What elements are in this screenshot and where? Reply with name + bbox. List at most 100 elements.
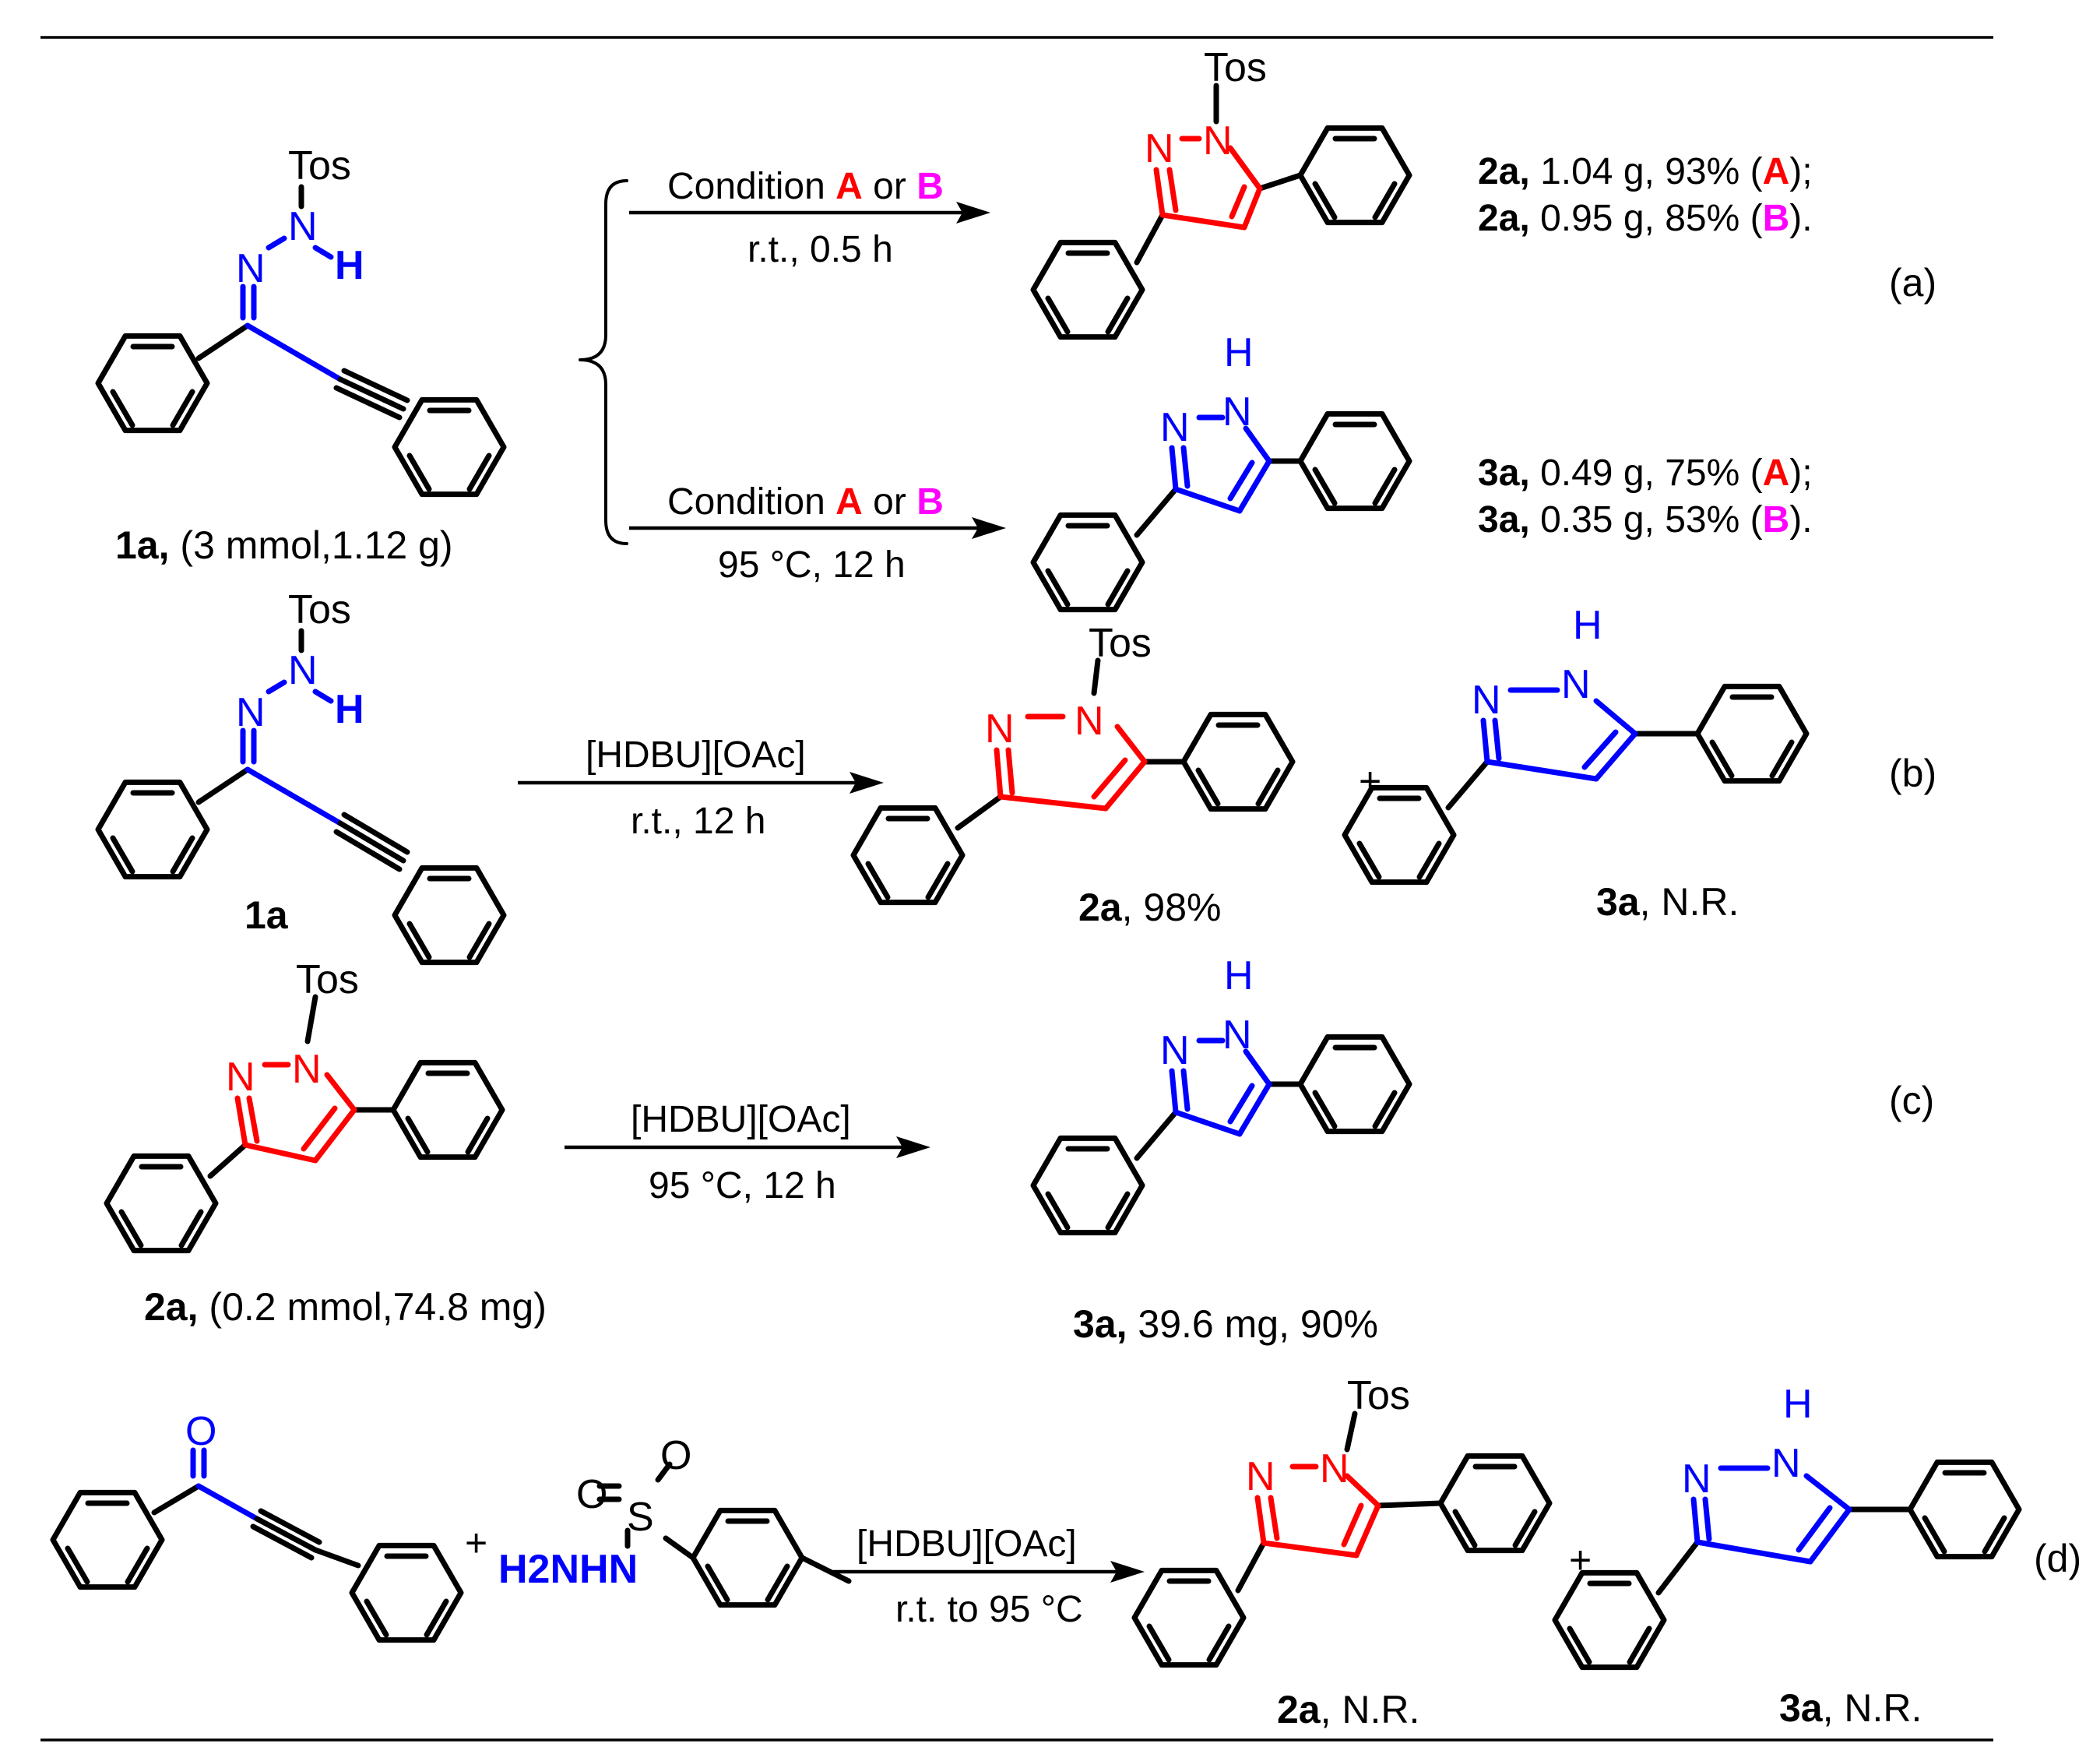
pyrazole-n1: N	[1561, 662, 1591, 707]
compound-3a: 3a	[1779, 1686, 1824, 1730]
yield-2a-b: 2a, 98%	[1078, 886, 1221, 929]
phenyl-ring	[98, 336, 207, 430]
condition-b-marker: B	[916, 166, 944, 207]
pyrazole-3a-panel-c: N N H	[1033, 953, 1409, 1233]
condition-below-a-bottom: 95 °C, 12 h	[718, 544, 906, 586]
result-condition: B	[1763, 198, 1790, 239]
pyrazole-nh-hydrogen: H	[1224, 330, 1254, 375]
pyrazole-nh-hydrogen: H	[1224, 953, 1254, 998]
compound-2a: 2a	[1078, 886, 1123, 929]
yield-text: , N.R.	[1321, 1688, 1420, 1731]
condition-a-marker: A	[835, 166, 863, 207]
start-label-a: 1a, (3 mmol,1.12 g)	[115, 523, 453, 567]
ynone-panel-d: O	[53, 1409, 461, 1640]
phenyl-ring	[1910, 1462, 2019, 1556]
result-amount: 0.95 g, 85% (	[1540, 198, 1763, 239]
condition-text-a-bottom: Condition A or B	[667, 481, 944, 523]
phenyl-ring	[1184, 714, 1293, 808]
condition-a-marker: A	[835, 481, 863, 523]
condition-word: Condition	[667, 481, 825, 523]
condition-or: or	[873, 166, 906, 207]
phenyl-ring	[53, 1492, 162, 1587]
tosyl-label: Tos	[288, 143, 351, 188]
pyrazole-2a-panel-a: N N Tos	[1033, 45, 1409, 337]
yield-text: , N.R.	[1823, 1686, 1922, 1730]
pyrazole-n1: N	[1203, 118, 1233, 164]
panel-tag-c: (c)	[1889, 1079, 1934, 1122]
result-3a-B: 3a, 0.35 g, 53% (B).	[1478, 499, 1813, 541]
tolyl-ring	[693, 1510, 802, 1604]
phenyl-ring	[1300, 1037, 1409, 1131]
condition-text-a-top: Condition A or B	[667, 166, 944, 207]
reagent-c: [HDBU][OAc]	[631, 1099, 851, 1140]
compound-2a: 2a	[144, 1285, 188, 1329]
condition-b-marker: B	[916, 481, 944, 523]
arrow-c	[565, 1136, 930, 1158]
arrow-b	[518, 772, 884, 794]
result-condition: A	[1763, 151, 1790, 192]
pyrazole-n2: N	[985, 706, 1015, 752]
pyrazole-n2: N	[1246, 1454, 1275, 1499]
pyrazole-n2: N	[1145, 126, 1174, 171]
result-compound: 2a,	[1478, 151, 1530, 192]
result-compound: 3a,	[1478, 453, 1530, 494]
condition-word: Condition	[667, 166, 825, 207]
conditions-c: 95 °C, 12 h	[649, 1165, 836, 1206]
phenyl-ring	[395, 868, 504, 962]
pyrazole-nh-hydrogen: H	[1573, 603, 1602, 648]
phenyl-ring	[1033, 1138, 1142, 1232]
compound-1a-label-b: 1a	[244, 893, 289, 937]
tosyl-label: Tos	[288, 587, 351, 632]
pyrazole-n1: N	[1771, 1441, 1801, 1486]
pyrazole-2a-panel-d: N N Tos	[1134, 1373, 1549, 1665]
reagent-b: [HDBU][OAc]	[586, 734, 806, 776]
pyrazole-n2: N	[226, 1055, 255, 1100]
phenyl-ring	[1033, 242, 1142, 336]
branch-brace	[579, 179, 628, 545]
conditions-d: r.t. to 95 °C	[895, 1589, 1083, 1630]
amine-hydrogen: H	[335, 687, 364, 732]
result-condition: B	[1763, 499, 1790, 541]
phenyl-ring	[107, 1156, 216, 1250]
amine-hydrogen: H	[335, 243, 364, 288]
imine-nitrogen: N	[236, 246, 266, 291]
phenyl-ring	[1300, 414, 1409, 508]
result-amount: 0.35 g, 53% (	[1540, 499, 1763, 541]
hydrazone-1a-panel-a: N N H Tos	[98, 143, 504, 495]
pyrazole-n2: N	[1160, 405, 1190, 450]
hydrazone-1a-panel-b: N N H Tos	[98, 587, 504, 963]
phenyl-ring	[393, 1062, 502, 1157]
sulfonyl-oxygen-2: O	[660, 1433, 691, 1478]
result-compound: 3a,	[1478, 499, 1530, 541]
compound-2a: 2a	[1277, 1688, 1321, 1731]
result-end: );	[1789, 453, 1812, 494]
yield-text: , 98%	[1122, 886, 1222, 929]
start-amount-a: (3 mmol,1.12 g)	[180, 523, 452, 567]
condition-or: or	[873, 481, 906, 523]
phenyl-ring	[395, 400, 504, 494]
result-amount: 1.04 g, 93% (	[1540, 151, 1763, 192]
arrow-a-top	[629, 202, 990, 224]
condition-below-a-top: r.t., 0.5 h	[747, 229, 893, 270]
imine-nitrogen: N	[236, 690, 266, 735]
pyrazole-n2: N	[1160, 1028, 1190, 1073]
yield-text: , N.R.	[1640, 880, 1739, 924]
start-amount-c: (0.2 mmol,74.8 mg)	[209, 1285, 546, 1329]
pyrazole-n1: N	[1075, 699, 1104, 744]
pyrazole-nh-hydrogen: H	[1783, 1382, 1813, 1427]
start-label-c: 2a, (0.2 mmol,74.8 mg)	[144, 1285, 547, 1329]
arrow-d	[833, 1561, 1145, 1583]
plus-sign-d1: +	[465, 1521, 487, 1565]
compound-3a: 3a	[1596, 880, 1641, 924]
result-condition: A	[1763, 453, 1790, 494]
phenyl-ring	[98, 782, 207, 876]
result-end: ).	[1789, 499, 1812, 541]
amine-nitrogen: N	[288, 648, 318, 693]
compound-3a: 3a,	[1073, 1302, 1127, 1346]
yield-2a-d: 2a, N.R.	[1277, 1688, 1419, 1731]
yield-3a-d: 3a, N.R.	[1779, 1686, 1922, 1730]
arrow-a-bottom	[629, 517, 1006, 539]
phenyl-ring	[853, 808, 962, 902]
result-2a-B: 2a, 0.95 g, 85% (B).	[1478, 198, 1813, 239]
pyrazole-n1: N	[1222, 1013, 1252, 1058]
